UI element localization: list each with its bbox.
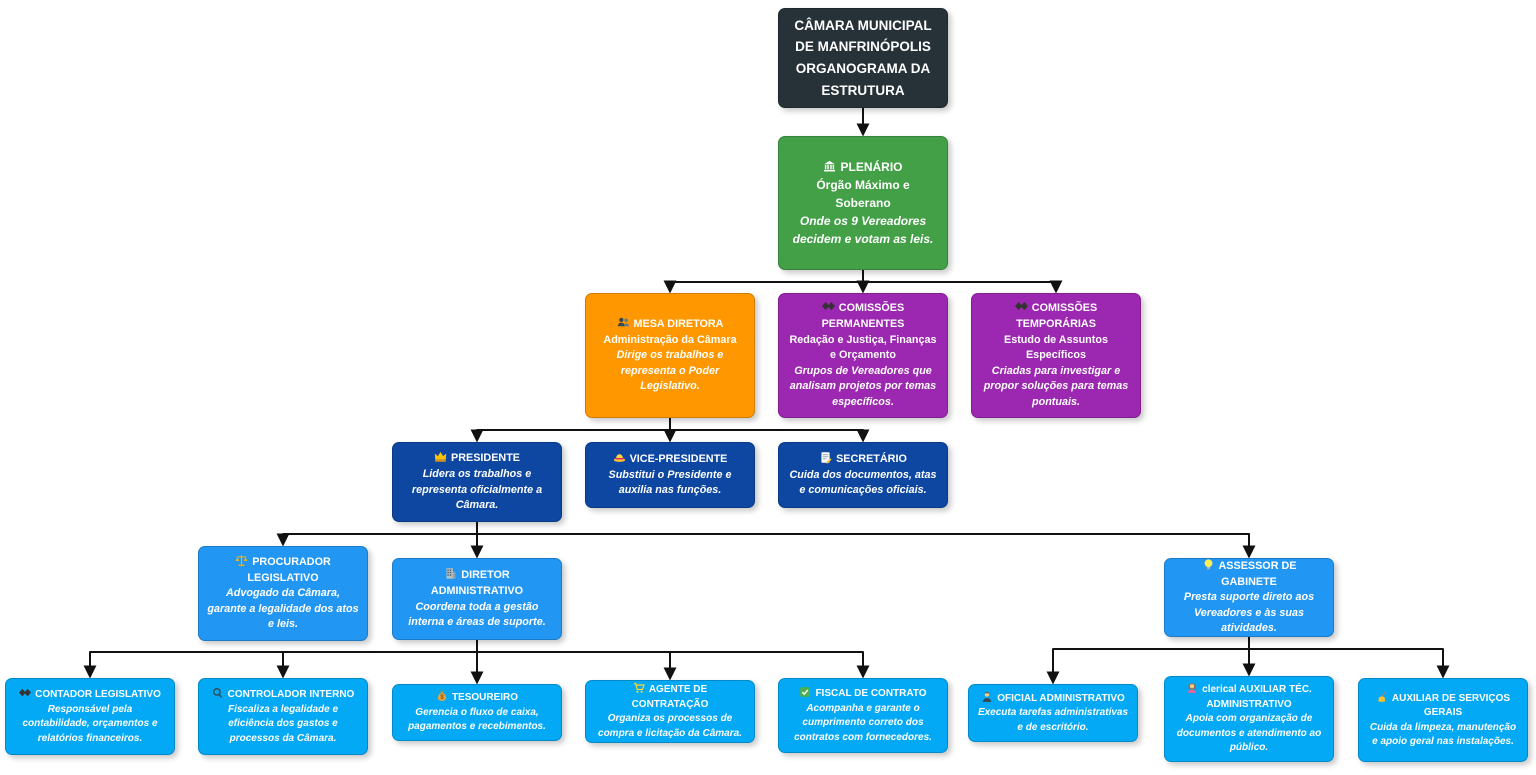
broom-icon: [1376, 691, 1392, 704]
money-bag-icon: [436, 691, 452, 703]
node-title: FISCAL DE CONTRATO: [787, 686, 939, 702]
org-node-controlador: CONTROLADOR INTERNO Fiscaliza a legalida…: [198, 678, 368, 755]
check-icon: [799, 687, 815, 699]
node-title: DIRETOR ADMINISTRATIVO: [430, 568, 524, 597]
org-node-assessor: ASSESSOR DE GABINETE Presta suporte dire…: [1164, 558, 1334, 637]
node-description: Substitui o Presidente e auxilia nas fun…: [608, 468, 732, 497]
node-title: TESOUREIRO: [401, 690, 553, 706]
node-title: MESA DIRETORA: [594, 316, 746, 333]
node-title: COMISSÕES TEMPORÁRIAS: [1014, 302, 1098, 330]
node-description: Dirige os trabalhos e representa o Poder…: [616, 349, 724, 393]
node-title: SECRETÁRIO: [787, 451, 939, 468]
org-node-secretario: SECRETÁRIO Cuida dos documentos, atas e …: [778, 442, 948, 508]
org-node-aux-serv: AUXILIAR DE SERVIÇOS GERAIS Cuida da lim…: [1358, 678, 1528, 762]
org-node-presidente: PRESIDENTE Lidera os trabalhos e represe…: [392, 442, 562, 522]
org-node-agente: AGENTE DE CONTRATAÇÃO Organiza os proces…: [585, 680, 755, 743]
bank-icon: [823, 160, 840, 174]
node-description: Responsável pela contabilidade, orçament…: [22, 703, 158, 744]
node-title: CONTROLADOR INTERNO: [207, 687, 359, 703]
node-subtitle: Órgão Máximo e Soberano: [816, 178, 910, 210]
replacement-glyph-icon: [821, 302, 839, 314]
org-node-mesa: MESA DIRETORA Administração da Câmara Di…: [585, 293, 755, 418]
node-description: Cuida dos documentos, atas e comunicaçõe…: [789, 468, 937, 497]
replacement-glyph-icon: [19, 688, 35, 700]
node-description: Criadas para investigar e propor soluçõe…: [983, 364, 1129, 409]
node-title: CÂMARA MUNICIPAL DE MANFRINÓPOLIS ORGANO…: [794, 17, 932, 98]
node-description: Fiscaliza a legalidade e eficiência dos …: [227, 703, 339, 744]
org-node-fiscal: FISCAL DE CONTRATO Acompanha e garante o…: [778, 678, 948, 753]
office-worker-icon: [981, 691, 997, 704]
node-description: Executa tarefas administrativas e de esc…: [977, 707, 1129, 733]
node-description: Grupos de Vereadores que analisam projet…: [789, 364, 937, 409]
node-title: AGENTE DE CONTRATAÇÃO: [631, 682, 709, 710]
org-node-vice: VICE-PRESIDENTE Substitui o Presidente e…: [585, 442, 755, 508]
people-icon: [617, 317, 634, 330]
magnifier-icon: [212, 687, 228, 700]
node-description: Cuida da limpeza, manutenção e apoio ger…: [1369, 721, 1517, 748]
node-description: Presta suporte direto aos Vereadores e à…: [1183, 591, 1315, 635]
org-node-procurador: PROCURADOR LEGISLATIVO Advogado da Câmar…: [198, 546, 368, 641]
node-subtitle: Redação e Justiça, Finanças e Orçamento: [789, 333, 937, 362]
org-node-contador: CONTADOR LEGISLATIVO Responsável pela co…: [5, 678, 175, 755]
node-description: Onde os 9 Vereadores decidem e votam as …: [792, 214, 934, 246]
node-title: CONTADOR LEGISLATIVO: [14, 687, 166, 703]
node-title: VICE-PRESIDENTE: [594, 451, 746, 468]
node-description: Advogado da Câmara, garante a legalidade…: [207, 587, 359, 631]
org-node-aux-tec: clerical AUXILIAR TÉC. ADMINISTRATIVO Ap…: [1164, 676, 1334, 762]
node-description: Apoia com organização de documentos e at…: [1176, 713, 1322, 754]
org-node-tesoureiro: TESOUREIRO Gerencia o fluxo de caixa, pa…: [392, 684, 562, 741]
node-title: COMISSÕES PERMANENTES: [821, 302, 905, 330]
office-building-icon: [444, 568, 461, 581]
node-description: Organiza os processos de compra e licita…: [598, 713, 742, 739]
crown-icon: [434, 452, 451, 464]
org-node-com-perm: COMISSÕES PERMANENTES Redação e Justiça,…: [778, 293, 948, 418]
lightbulb-icon: [1202, 559, 1219, 572]
org-node-root: CÂMARA MUNICIPAL DE MANFRINÓPOLIS ORGANO…: [778, 8, 948, 108]
node-subtitle: Estudo de Assuntos Específicos: [1004, 333, 1108, 362]
org-node-diretor: DIRETOR ADMINISTRATIVO Coordena toda a g…: [392, 558, 562, 640]
cart-icon: [633, 682, 649, 695]
replacement-glyph-icon: [1014, 302, 1032, 314]
node-description: Gerencia o fluxo de caixa, pagamentos e …: [408, 706, 546, 733]
node-description: Acompanha e garante o cumprimento corret…: [794, 702, 932, 743]
node-title: AUXILIAR DE SERVIÇOS GERAIS: [1367, 691, 1519, 721]
org-node-com-temp: COMISSÕES TEMPORÁRIAS Estudo de Assuntos…: [971, 293, 1141, 418]
node-title: ASSESSOR DE GABINETE: [1173, 558, 1325, 590]
memo-icon: [819, 452, 836, 465]
woman-icon: [1186, 683, 1202, 695]
node-title: PROCURADOR LEGISLATIVO: [207, 554, 359, 586]
hat-icon: [613, 453, 630, 465]
scales-icon: [235, 555, 252, 568]
node-description: Lidera os trabalhos e representa oficial…: [411, 467, 543, 512]
node-description: Coordena toda a gestão interna e áreas d…: [408, 600, 546, 629]
node-title: OFICIAL ADMINISTRATIVO: [977, 691, 1129, 707]
node-title: clerical AUXILIAR TÉC. ADMINISTRATIVO: [1173, 682, 1325, 712]
org-node-oficial: OFICIAL ADMINISTRATIVO Executa tarefas a…: [968, 684, 1138, 742]
node-subtitle: Administração da Câmara: [603, 333, 737, 346]
node-title: PLENÁRIO: [787, 158, 939, 176]
org-node-plenario: PLENÁRIO Órgão Máximo e Soberano Onde os…: [778, 136, 948, 270]
node-title: PRESIDENTE: [401, 450, 553, 467]
